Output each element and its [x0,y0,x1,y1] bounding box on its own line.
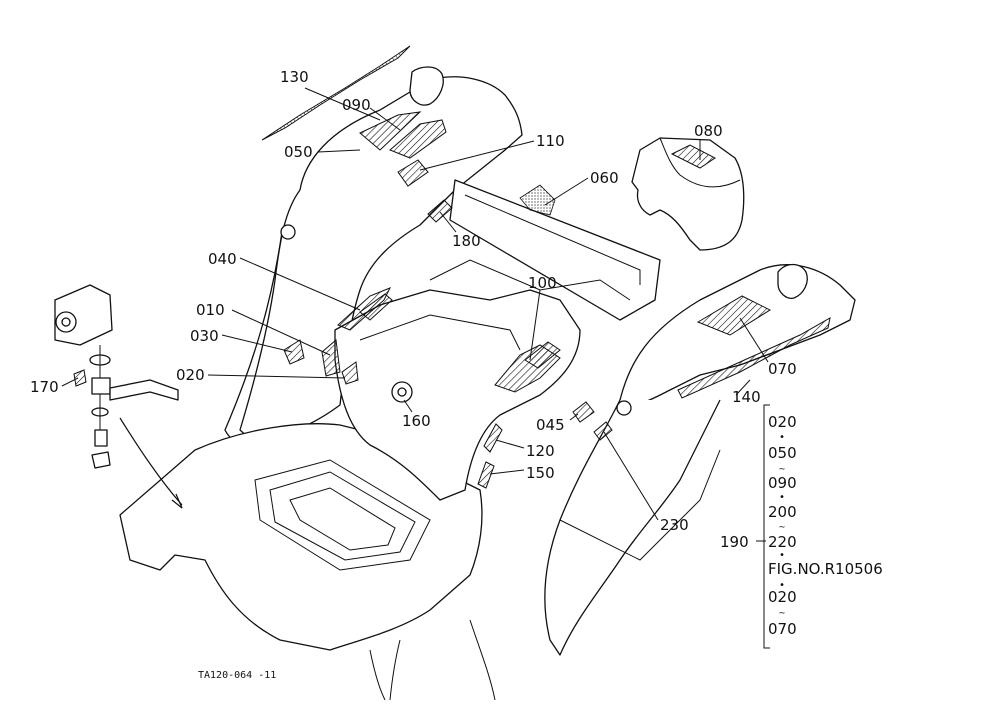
decal-140 [677,317,831,399]
callout-050: 050 [284,143,313,161]
callout-120: 120 [526,442,555,460]
bracket-item-4: 200 [768,503,797,521]
decal-110 [397,159,429,187]
callout-020: 020 [176,366,205,384]
lever-assembly [54,284,183,509]
leader-lines [61,87,769,521]
callout-060: 060 [590,169,619,187]
callout-040: 040 [208,250,237,268]
callout-070: 070 [768,360,797,378]
callout-190: 190 [720,533,749,551]
cover-080 [631,137,745,251]
figure-code: TA120-064 -11 [198,670,276,681]
bracket-sep-tilde-3: ~ [779,608,785,619]
decal-150 [477,461,495,489]
bracket-sep-dot-2: • [779,492,785,503]
callout-010: 010 [196,301,225,319]
bracket-item-1: 020 [768,413,797,431]
decal-040 [337,287,393,331]
callout-090: 090 [342,96,371,114]
bracket-item-5: 220 [768,533,797,551]
callout-labels: 130 090 050 110 080 060 180 040 100 010 … [30,68,797,551]
callout-140: 140 [732,388,761,406]
decal-120 [483,423,503,453]
bracket-sep-tilde-2: ~ [779,522,785,533]
right-fender [544,263,856,656]
decal-010 [321,339,341,377]
bracket-sep-tilde-1: ~ [779,464,785,475]
callout-180: 180 [452,232,481,250]
decal-030 [283,339,305,365]
callout-100: 100 [528,274,557,292]
bracket-group-190: 020 • 050 ~ 090 • 200 ~ 220 • FIG.NO.R10… [756,404,883,649]
bracket-item-2: 050 [768,444,797,462]
decal-100 [494,341,561,393]
callout-160: 160 [402,412,431,430]
decal-180 [427,199,453,223]
decal-230 [593,421,613,441]
callout-080: 080 [694,122,723,140]
decal-strip-130 [261,45,411,141]
callout-230: 230 [660,516,689,534]
decal-090 [359,111,447,159]
decal-070 [696,295,772,336]
callout-130: 130 [280,68,309,86]
callout-110: 110 [536,132,565,150]
bracket-sep-dot-1: • [779,432,785,443]
bracket-item-8: 070 [768,620,797,638]
bracket-item-7: 020 [768,588,797,606]
decal-020 [341,361,359,385]
callout-150: 150 [526,464,555,482]
bracket-sep-dot-3: • [779,550,785,561]
bracket-item-3: 090 [768,474,797,492]
callout-030: 030 [190,327,219,345]
callout-170: 170 [30,378,59,396]
center-console [334,179,661,501]
decal-060 [519,184,556,216]
callout-045: 045 [536,416,565,434]
floor-plate [119,423,496,701]
bracket-item-6: FIG.NO.R10506 [768,560,883,578]
decal-045 [572,401,595,423]
bracket-sep-dot-4: • [779,580,785,591]
